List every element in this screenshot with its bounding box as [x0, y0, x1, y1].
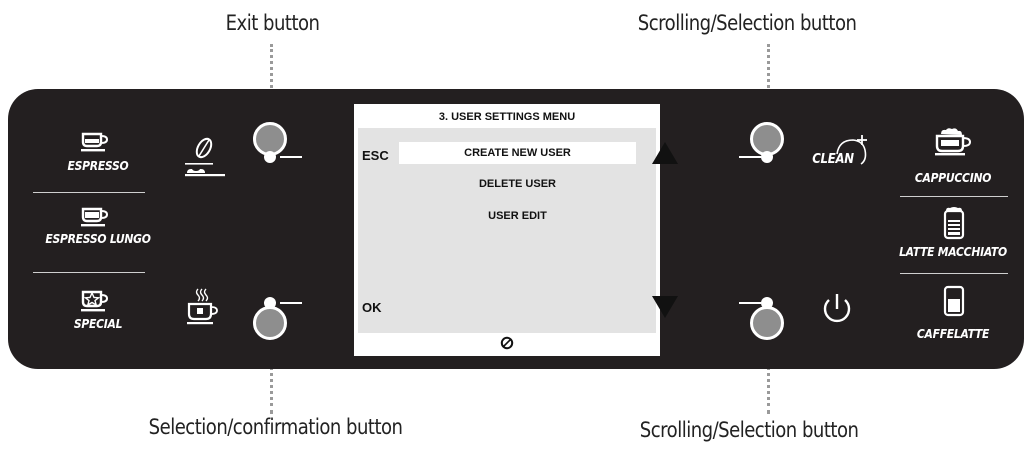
special-cup-icon	[81, 290, 109, 312]
exit-button-callout: Exit button	[225, 11, 320, 35]
hot-water-icon[interactable]	[186, 287, 222, 327]
scroll-bottom-callout: Scrolling/Selection button	[639, 418, 859, 442]
coffee-bean-selector-icon[interactable]	[184, 136, 226, 184]
exit-leader-line	[270, 44, 273, 124]
select-leader-line	[270, 336, 273, 414]
special-label: SPECIAL	[73, 317, 123, 331]
screen-ok-label: OK	[362, 300, 382, 315]
left-divider-1	[33, 192, 145, 193]
scroll-top-callout: Scrolling/Selection button	[637, 11, 857, 35]
select-confirm-callout: Selection/confirmation button	[148, 415, 403, 439]
latte-macchiato-glass-icon	[943, 207, 965, 240]
screen-title: 3. USER SETTINGS MENU	[438, 111, 576, 123]
latte-macchiato-label: LATTE MACCHIATO	[899, 245, 1007, 259]
caffelatte-glass-icon	[943, 285, 965, 317]
select-button-tick	[280, 302, 302, 304]
screen-esc-label: ESC	[362, 148, 389, 163]
select-button-knob[interactable]	[253, 306, 287, 340]
espresso-cup-icon	[81, 132, 109, 152]
espresso-lungo-label: ESPRESSO LUNGO	[45, 232, 151, 246]
scroll-up-button-knob[interactable]	[750, 122, 784, 156]
scroll-top-leader-line	[767, 44, 770, 124]
scroll-up-button-tick	[739, 156, 761, 158]
menu-item-create-new-user[interactable]: CREATE NEW USER	[464, 147, 571, 159]
cappuccino-cup-icon	[935, 128, 972, 156]
espresso-label: ESPRESSO	[67, 159, 129, 173]
menu-item-delete-user[interactable]: DELETE USER	[478, 178, 556, 190]
right-divider-2	[900, 273, 1008, 274]
scroll-bottom-leader-line	[767, 336, 770, 414]
scroll-up-arrow-icon	[652, 142, 678, 164]
espresso-lungo-cup-icon	[81, 207, 109, 227]
cappuccino-label: CAPPUCCINO	[914, 171, 992, 185]
clean-arc-icon	[836, 135, 867, 165]
scroll-up-button-indicator	[761, 151, 773, 163]
scroll-down-button-tick	[739, 302, 761, 304]
exit-button-tick	[280, 156, 302, 158]
power-icon[interactable]	[820, 291, 854, 327]
menu-item-highlight	[399, 142, 636, 164]
exit-button-indicator	[264, 151, 276, 163]
coffee-bean-status-icon	[500, 336, 514, 350]
clean-label: CLEAN	[812, 152, 854, 167]
display-screen: 3. USER SETTINGS MENU ESC CREATE NEW USE…	[354, 104, 678, 356]
menu-item-user-edit[interactable]: USER EDIT	[488, 210, 547, 222]
right-divider-1	[900, 196, 1008, 197]
left-divider-2	[33, 272, 145, 273]
scroll-down-arrow-icon	[652, 296, 678, 318]
scroll-down-button-knob[interactable]	[750, 306, 784, 340]
caffelatte-label: CAFFELATTE	[916, 327, 990, 341]
